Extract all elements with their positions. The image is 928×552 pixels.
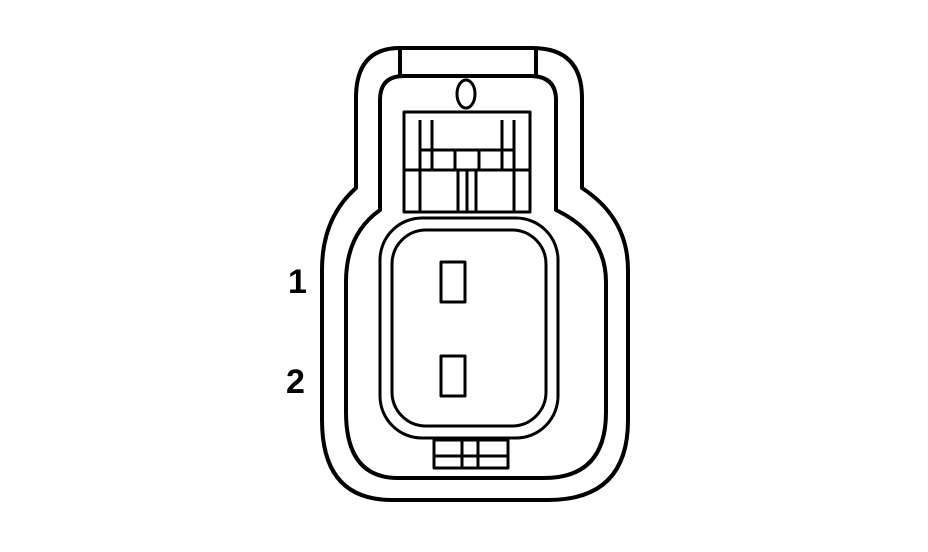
- key-mark: [455, 78, 477, 110]
- locking-tab: [404, 120, 530, 212]
- terminal-cavity-inner: [390, 228, 548, 428]
- pin-1-slot: [439, 260, 467, 304]
- connector-housing-outer: [320, 46, 630, 502]
- pin-2-slot: [439, 354, 467, 398]
- terminal-cavity-outer: [378, 216, 560, 440]
- connector-housing-inner: [344, 74, 608, 480]
- pin-1-label: 1: [288, 263, 307, 301]
- pin-2-label: 2: [286, 363, 305, 401]
- bottom-latch: [432, 438, 510, 470]
